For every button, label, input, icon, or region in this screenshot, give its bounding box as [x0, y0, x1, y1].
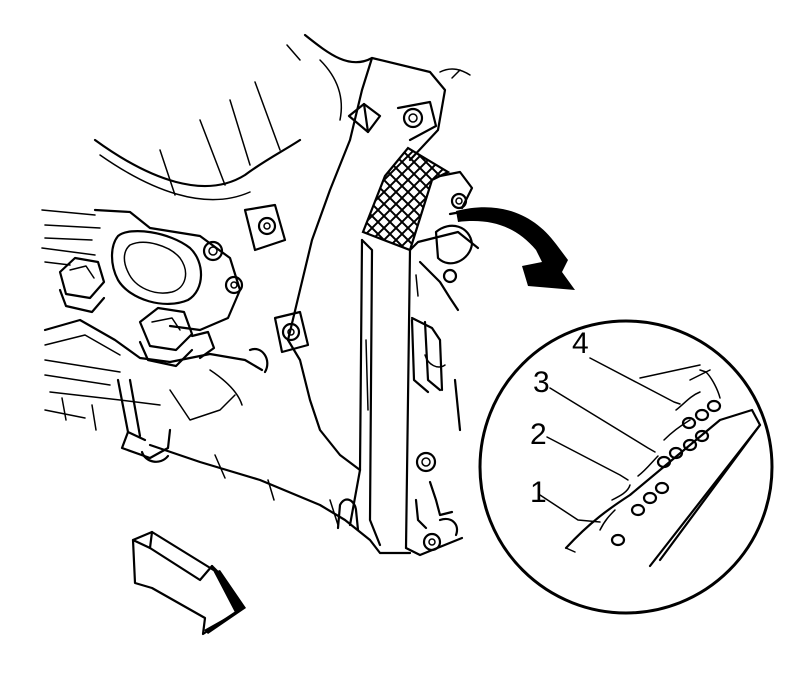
callout-label-4: 4: [572, 327, 589, 360]
callout-arrow: [448, 207, 575, 290]
engine-block: [41, 33, 480, 557]
leader-line-2: [546, 436, 629, 481]
leader-line-1: [539, 494, 601, 523]
callout-label-3: 3: [533, 366, 550, 399]
magnifier-ring: [478, 319, 774, 615]
callout-label-1: 1: [530, 476, 547, 509]
magnified-detail: 1 2 3 4: [478, 319, 774, 615]
leader-line-4: [589, 357, 681, 405]
leader-line-3: [549, 387, 656, 453]
callout-label-2: 2: [530, 418, 547, 451]
front-direction-arrow-icon: [131, 530, 246, 636]
